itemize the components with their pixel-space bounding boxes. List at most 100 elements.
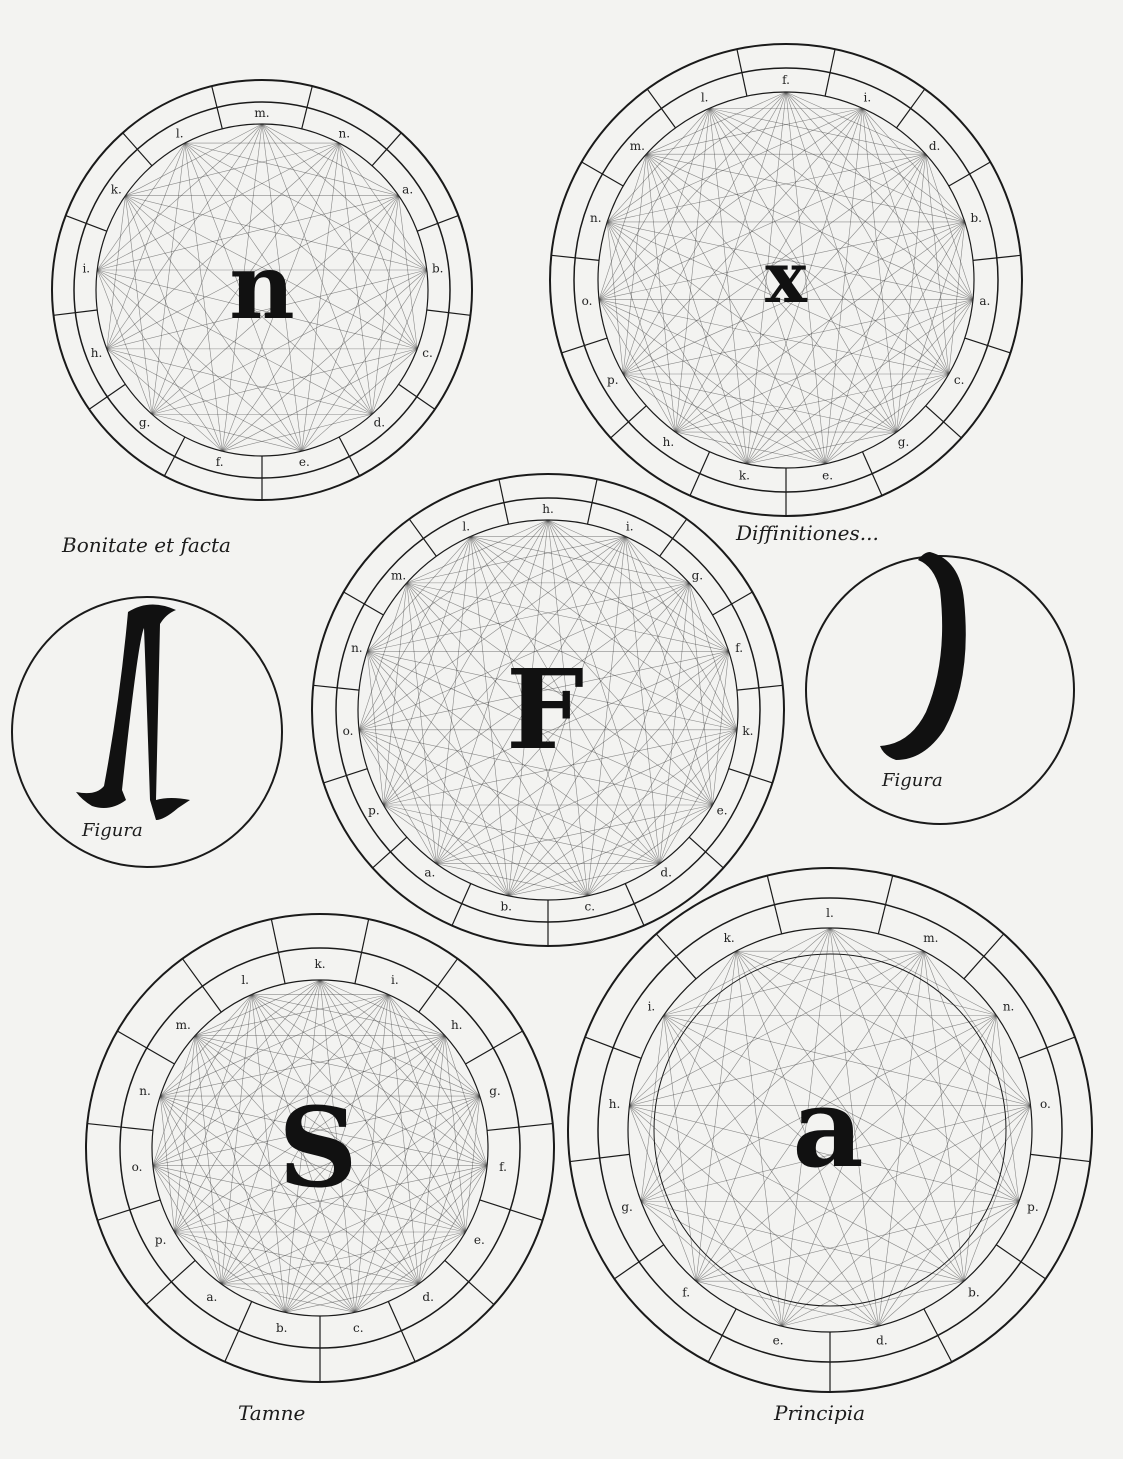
wheel-spoke (647, 89, 675, 128)
wheel-letter: d. (929, 139, 941, 153)
wheel-chord (786, 92, 965, 222)
wheel-spoke (964, 934, 1004, 979)
wheel-chord (710, 108, 965, 222)
wheel-letter: k. (111, 182, 122, 196)
wheel-chord (508, 864, 659, 896)
wheel-spoke (164, 437, 184, 476)
wheel-chord (107, 143, 339, 349)
wheel-chord (675, 108, 709, 432)
wheel-spoke (713, 592, 753, 615)
wheel-chord (185, 143, 399, 196)
wheel-chord (252, 995, 480, 1097)
wheel-chord (664, 928, 830, 1015)
wheel-letter: k. (314, 957, 325, 971)
wheel-chord (747, 374, 949, 464)
wheel-chord (862, 108, 964, 222)
wheel-spoke (862, 452, 882, 496)
wheel-chord (107, 349, 222, 451)
wheel-chord (641, 951, 736, 1201)
wheel-chord (160, 995, 388, 1097)
wheel-chord (383, 805, 508, 896)
wheel-spoke (897, 89, 925, 128)
wheel-chord (641, 1202, 782, 1327)
wheel-letter: f. (735, 641, 743, 655)
wheel-spoke (344, 592, 384, 615)
wheel-chord (825, 108, 862, 464)
wheel-chord (407, 520, 548, 583)
wheel-chord (646, 92, 786, 154)
wheel-letter: g. (489, 1084, 501, 1098)
wheel-spoke (708, 1309, 736, 1362)
wheel-spoke (585, 1037, 641, 1058)
wheel-chord (878, 1202, 1019, 1327)
wheel-letter: g. (621, 1200, 633, 1214)
wheel-spoke (212, 86, 223, 129)
wheel-letter: h. (451, 1018, 463, 1032)
wheel-spoke (767, 876, 781, 934)
medallion-left: Figura (12, 597, 282, 867)
wheel-chord (436, 730, 737, 864)
wheel-chord (588, 583, 690, 896)
wheel-letter: h. (542, 502, 554, 516)
wheel-chord (320, 980, 445, 1036)
wheel-spoke (409, 519, 436, 556)
wheel-letter: b. (276, 1321, 288, 1335)
wheel-spoke (388, 1301, 415, 1361)
wheel-spoke (924, 1309, 952, 1362)
wheel-letter: o. (1040, 1097, 1051, 1111)
wheel-spoke (926, 406, 962, 438)
wheel-chord (185, 143, 417, 349)
wheel-middle: h.i.g.f.k.e.d.c.b.a.p.o.n.m.l. F (312, 474, 784, 946)
wheel-letter: g. (692, 569, 704, 583)
wheel-spoke (614, 1245, 663, 1279)
wheel-chord (786, 92, 949, 374)
wheel-top-left: m.n.a.b.c.d.e.f.g.h.i.k.l. n (52, 80, 472, 500)
wheel-letter: l. (241, 973, 249, 987)
wheel-chord (736, 951, 1030, 1106)
wheel-chord (125, 124, 262, 196)
wheel-chord (646, 154, 973, 299)
wheel-letter: e. (773, 1334, 784, 1348)
wheel-chord (623, 92, 786, 374)
wheel-letter: h. (91, 346, 103, 360)
wheel-spoke (87, 1124, 153, 1131)
caption-bottom-right: Principia (773, 1401, 865, 1425)
wheel-chord (436, 864, 587, 896)
wheel-letter: d. (876, 1334, 888, 1348)
wheel-chord (641, 1202, 878, 1327)
wheel-spoke (97, 1200, 160, 1220)
wheel-chord (152, 414, 302, 451)
wheel-letter: e. (822, 469, 833, 483)
wheel-chord (623, 374, 825, 464)
wheel-chord (367, 520, 548, 651)
wheel-letter: c. (954, 373, 965, 387)
wheel-chord (160, 1096, 174, 1232)
wheel-chord (107, 143, 185, 349)
wheel-center-glyph: S (278, 1083, 357, 1212)
wheel-chord (355, 1166, 487, 1313)
wheel-chord (825, 154, 926, 464)
wheel-chord (125, 143, 339, 196)
wheel-letter: e. (299, 455, 310, 469)
wheel-chord (407, 583, 509, 896)
wheel-chord (107, 349, 372, 414)
wheel-letter: o. (343, 724, 354, 738)
wheel-chord (359, 536, 625, 729)
wheel-spoke (965, 338, 1011, 353)
wheel-chord (641, 951, 924, 1201)
wheel-chord (508, 805, 712, 896)
caption-top-left: Bonitate et facta (61, 533, 231, 557)
wheel-spoke (89, 384, 125, 409)
wheel-chord (339, 143, 417, 349)
wheel-chord (588, 536, 626, 895)
wheel-chord (388, 995, 418, 1284)
wheel-spoke (625, 884, 644, 926)
wheel-chord (786, 92, 926, 154)
wheel-letter: n. (338, 126, 350, 140)
wheel-letter: a. (979, 294, 990, 308)
wheel-letter: a. (424, 866, 435, 880)
wheel-letter: m. (630, 139, 645, 153)
caption-top-right: Diffinitiones... (735, 521, 879, 545)
